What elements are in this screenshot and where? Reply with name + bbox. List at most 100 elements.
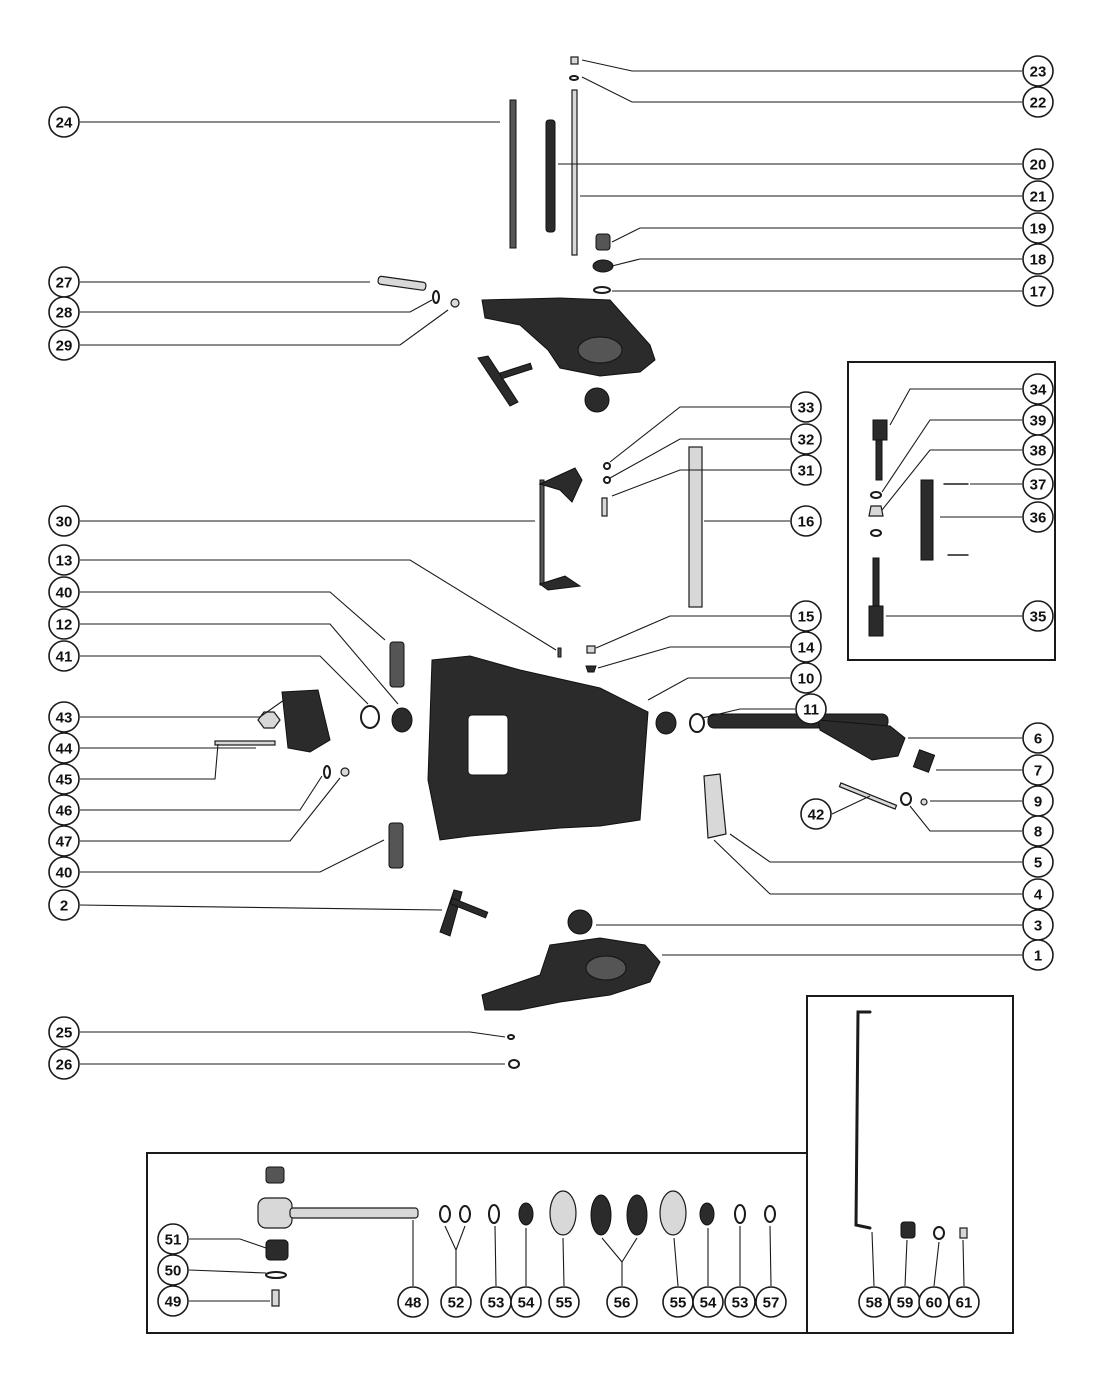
callout-number: 55	[670, 1295, 687, 1312]
part-washer-33	[603, 462, 611, 470]
callout-8: 8	[1022, 815, 1054, 847]
callout-number: 19	[1030, 221, 1047, 238]
callout-circle	[1022, 434, 1054, 466]
callout-circle	[1022, 275, 1054, 307]
callout-number: 52	[448, 1295, 465, 1312]
callout-circle	[692, 1286, 724, 1318]
steering-link-inset-box	[847, 361, 1056, 661]
callout-number: 3	[1034, 918, 1042, 935]
part-washer-46	[323, 765, 331, 779]
part-bearing-56b	[626, 1194, 648, 1236]
callout-number: 38	[1030, 443, 1047, 460]
callout-circle	[1022, 212, 1054, 244]
part-nut-18	[592, 259, 614, 273]
callout-circle	[1022, 754, 1054, 786]
callout-number: 60	[926, 1295, 943, 1312]
callout-60: 60	[918, 1286, 950, 1318]
part-washer-8	[900, 792, 912, 806]
callout-3: 3	[1022, 909, 1054, 941]
part-ring-11	[689, 713, 705, 733]
part-rod-48	[289, 1207, 419, 1219]
part-washer-52b	[459, 1205, 471, 1223]
part-link-30	[539, 479, 545, 586]
callout-circle	[440, 1286, 472, 1318]
callout-number: 34	[1030, 382, 1047, 399]
callout-number: 30	[56, 514, 73, 531]
callout-32: 32	[790, 423, 822, 455]
callout-number: 39	[1030, 413, 1047, 430]
callout-number: 32	[798, 432, 815, 449]
part-pin-42	[838, 782, 898, 810]
callout-number: 24	[56, 115, 73, 132]
callout-53: 53	[724, 1286, 756, 1318]
part-rod-48-head	[257, 1197, 293, 1229]
part-washer-52a	[439, 1205, 451, 1223]
callout-number: 9	[1034, 794, 1042, 811]
callout-number: 35	[1030, 609, 1047, 626]
callout-number: 53	[488, 1295, 505, 1312]
callout-57: 57	[755, 1286, 787, 1318]
callout-number: 47	[56, 834, 73, 851]
callout-number: 7	[1034, 763, 1042, 780]
callout-19: 19	[1022, 212, 1054, 244]
callout-number: 54	[518, 1295, 535, 1312]
callout-24: 24	[48, 106, 80, 138]
callout-circle	[790, 600, 822, 632]
callout-number: 40	[56, 585, 73, 602]
part-bolt-27	[377, 275, 427, 291]
callout-circle	[48, 856, 80, 888]
callout-number: 15	[798, 609, 815, 626]
callout-14: 14	[790, 631, 822, 663]
callout-circle	[48, 329, 80, 361]
part-tilt-rod-58	[854, 1010, 872, 1230]
callout-9: 9	[1022, 785, 1054, 817]
callout-circle	[157, 1223, 189, 1255]
callout-42: 42	[800, 798, 832, 830]
callout-12: 12	[48, 608, 80, 640]
callout-58: 58	[858, 1286, 890, 1318]
part-link-30-bottom-arm	[538, 575, 582, 591]
callout-46: 46	[48, 794, 80, 826]
callout-number: 28	[56, 305, 73, 322]
part-link-30-top-arm	[538, 467, 583, 503]
callout-44: 44	[48, 732, 80, 764]
callout-circle	[1022, 846, 1054, 878]
part-bracket-boss	[577, 336, 623, 364]
callout-circle	[48, 296, 80, 328]
callout-circle	[790, 423, 822, 455]
callout-number: 46	[56, 803, 73, 820]
callout-number: 2	[60, 898, 68, 915]
callout-circle	[48, 106, 80, 138]
part-t-handle-upper-shaft	[499, 362, 533, 380]
callout-circle	[48, 1016, 80, 1048]
callout-circle	[1022, 722, 1054, 754]
callout-circle	[48, 608, 80, 640]
part-bearing-12	[391, 707, 413, 733]
callout-20: 20	[1022, 148, 1054, 180]
callout-number: 42	[808, 807, 825, 824]
callout-number: 51	[165, 1232, 182, 1249]
part-washer-28	[432, 290, 440, 304]
callout-circle	[948, 1286, 980, 1318]
callout-25: 25	[48, 1016, 80, 1048]
callout-circle	[1022, 55, 1054, 87]
part-upper-swivel-bracket	[481, 297, 656, 377]
callout-circle	[1022, 878, 1054, 910]
part-washer-lower	[870, 529, 882, 537]
callout-circle	[1022, 243, 1054, 275]
callout-circle	[1022, 468, 1054, 500]
callout-number: 6	[1034, 731, 1042, 748]
part-rod-end-35	[868, 605, 884, 637]
callout-circle	[48, 825, 80, 857]
callout-number: 33	[798, 400, 815, 417]
callout-31: 31	[790, 454, 822, 486]
part-cap-top-51	[265, 1166, 285, 1184]
callout-circle	[790, 391, 822, 423]
part-washer-22	[569, 75, 579, 81]
callout-circle	[755, 1286, 787, 1318]
part-bearing-right	[655, 711, 677, 735]
part-clamp-43	[281, 689, 331, 753]
part-swivel-bracket-window	[467, 714, 509, 776]
callout-56: 56	[606, 1286, 638, 1318]
callout-circle	[548, 1286, 580, 1318]
